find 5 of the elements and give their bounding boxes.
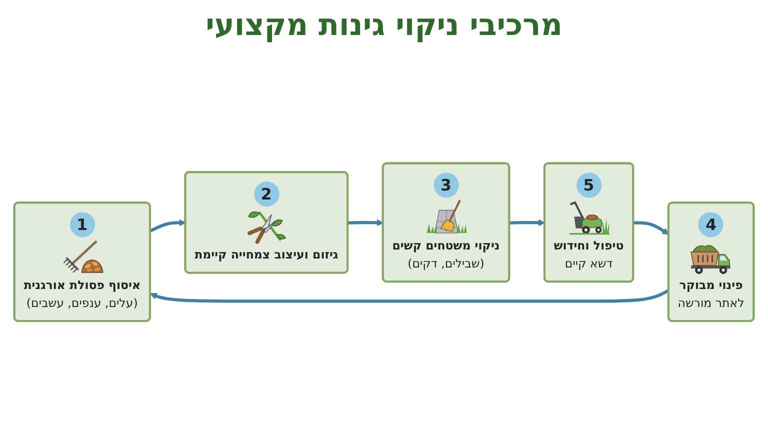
arrow [510, 219, 546, 226]
arrow [633, 221, 670, 235]
diagram-title: מרכיבי ניקוי גינות מקצועי [204, 8, 564, 43]
arrow [150, 219, 186, 232]
arrow [348, 219, 384, 226]
